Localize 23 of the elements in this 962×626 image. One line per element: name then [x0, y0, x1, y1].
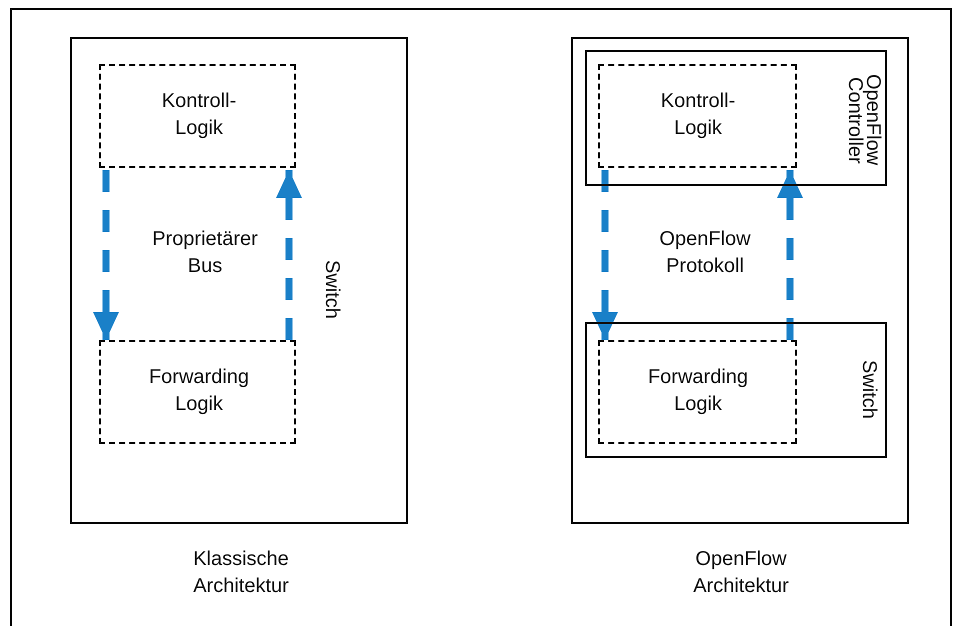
arrow	[93, 170, 119, 340]
node-label: Forwarding Logik	[646, 365, 750, 417]
link-label: Proprietärer Bus	[151, 227, 259, 279]
caption: OpenFlow Architektur	[692, 547, 790, 599]
node-label: Switch	[320, 258, 341, 320]
dashed-box	[99, 340, 296, 444]
dashed-box	[598, 340, 797, 444]
node-label: Kontroll-Logik	[660, 89, 736, 141]
arrow	[276, 170, 302, 340]
arrow	[777, 170, 803, 340]
component-box	[70, 37, 408, 524]
arrow	[592, 170, 618, 340]
architecture-box	[571, 37, 909, 524]
dashed-box	[598, 64, 797, 168]
component-box	[585, 322, 887, 458]
component-box	[585, 50, 887, 186]
link-label: OpenFlow Protokoll	[658, 227, 752, 279]
caption: Klassische Architektur	[192, 547, 290, 599]
node-label: OpenFlow Controller	[843, 73, 882, 168]
node-label: Kontroll-Logik	[160, 89, 238, 141]
dashed-box	[99, 64, 296, 168]
node-label: Forwarding Logik	[148, 365, 250, 417]
node-label: Switch	[857, 358, 878, 420]
